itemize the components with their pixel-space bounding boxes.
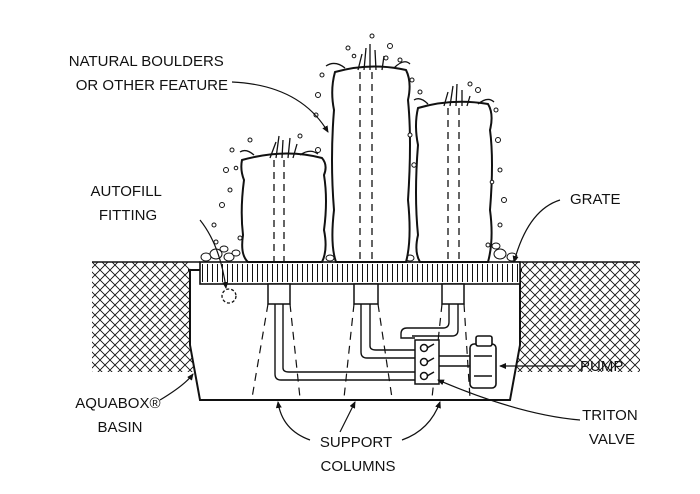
boulder-right	[415, 100, 493, 263]
label-triton-valve: TRITON VALVE	[582, 407, 642, 448]
triton-valve-manifold	[414, 339, 470, 385]
ground-soil	[92, 261, 640, 372]
pump	[469, 335, 497, 389]
label-grate: GRATE	[570, 191, 621, 208]
leader-lines	[159, 81, 581, 441]
autofill-fitting	[221, 288, 237, 304]
label-pump: PUMP	[580, 358, 623, 375]
boulder-left	[240, 152, 327, 263]
label-aquabox-basin: AQUABOX® BASIN	[75, 395, 164, 436]
label-autofill-fitting: AUTOFILL FITTING	[90, 183, 165, 224]
water-plumes	[239, 44, 495, 159]
manifold-plumbing	[274, 304, 459, 381]
grate	[199, 261, 521, 285]
label-natural-boulders: NATURAL BOULDERS OR OTHER FEATURE	[69, 53, 228, 94]
supply-pipes	[273, 72, 460, 262]
label-support-columns: SUPPORT COLUMNS	[320, 434, 396, 475]
boulder-center	[331, 65, 411, 263]
water-droplets	[211, 33, 507, 248]
pipe-collars	[267, 283, 465, 305]
